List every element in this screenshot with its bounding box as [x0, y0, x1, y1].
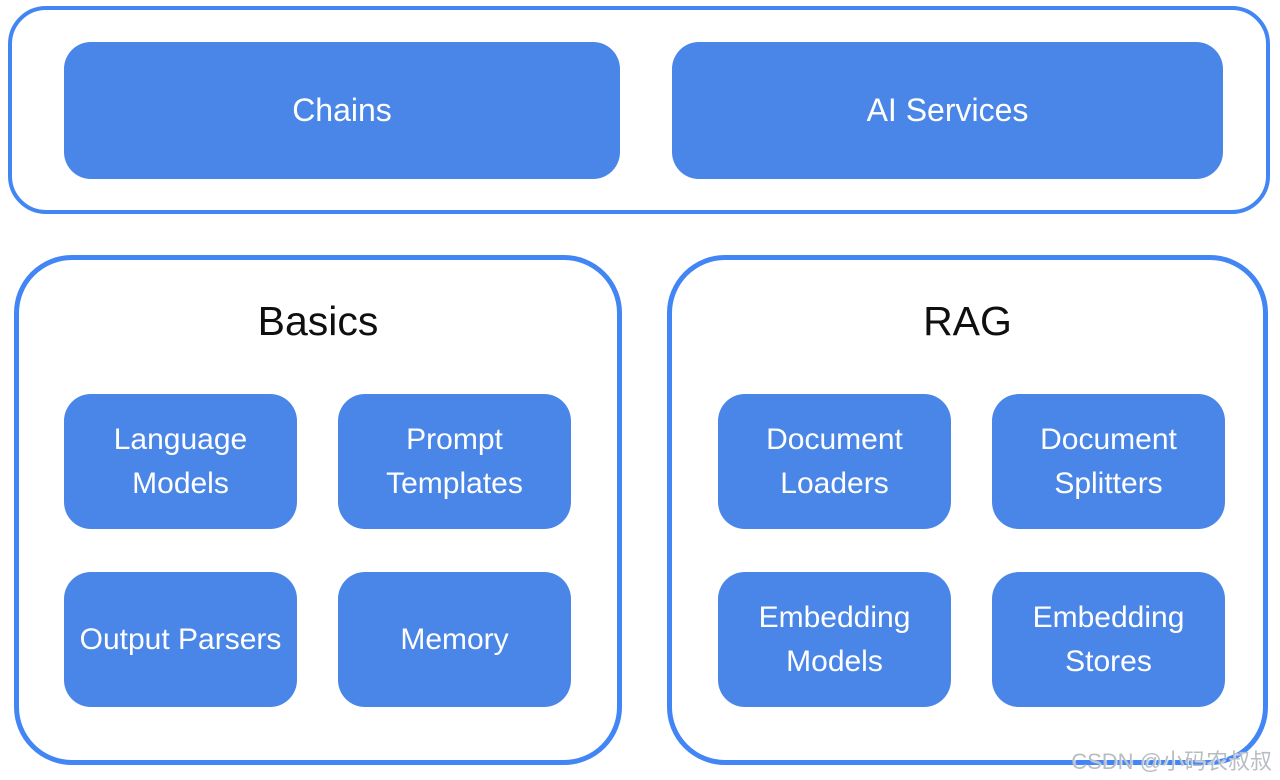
node-chains: Chains	[64, 42, 620, 179]
node-embedding-stores: Embedding Stores	[992, 572, 1225, 707]
node-memory: Memory	[338, 572, 571, 707]
csdn-watermark: CSDN @小码农叔叔	[1071, 749, 1272, 774]
node-document-loaders: Document Loaders	[718, 394, 951, 529]
node-document-splitters: Document Splitters	[992, 394, 1225, 529]
group-rag-title: RAG	[923, 298, 1012, 344]
node-ai-services: AI Services	[672, 42, 1223, 179]
group-basics: Basics Language Models Prompt Templates …	[14, 255, 622, 765]
group-rag-grid: Document Loaders Document Splitters Embe…	[718, 394, 1225, 707]
group-basics-title: Basics	[257, 298, 379, 344]
group-basics-grid: Language Models Prompt Templates Output …	[64, 394, 571, 707]
node-embedding-models: Embedding Models	[718, 572, 951, 707]
node-language-models: Language Models	[64, 394, 297, 529]
top-group-container: Chains AI Services	[8, 6, 1270, 214]
group-rag: RAG Document Loaders Document Splitters …	[667, 255, 1268, 765]
node-output-parsers: Output Parsers	[64, 572, 297, 707]
node-prompt-templates: Prompt Templates	[338, 394, 571, 529]
